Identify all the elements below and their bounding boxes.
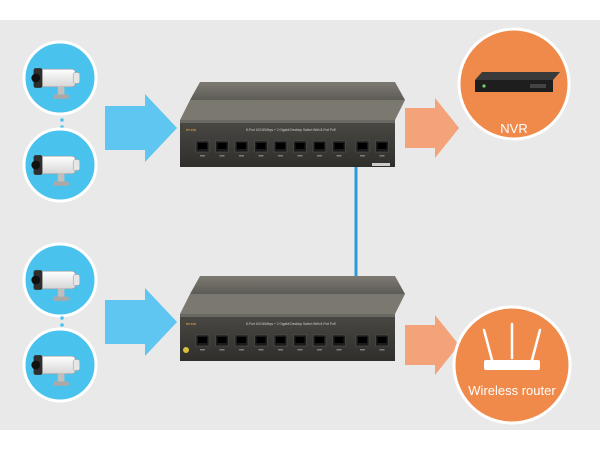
router-label: Wireless router: [468, 383, 556, 398]
ethernet-port: [375, 140, 389, 153]
port-led: [336, 155, 342, 157]
ethernet-port: [254, 140, 268, 153]
ethernet-port: [355, 140, 370, 153]
ethernet-port: [254, 334, 268, 347]
ethernet-port: [332, 334, 346, 347]
poe-switch-bottom: tenda 8-Port 10/100Mbps + 2 Gigabit Desk…: [180, 276, 405, 361]
port-led: [219, 349, 225, 351]
router-node: [452, 305, 572, 425]
port-led: [278, 155, 283, 157]
switch-ports: [195, 334, 389, 351]
camera-top-2: [22, 127, 98, 203]
switch-brand: tenda: [186, 321, 197, 326]
switch-ports: [195, 140, 389, 157]
ethernet-port: [234, 140, 249, 153]
camera-dots: [60, 118, 64, 129]
port-led: [239, 155, 244, 157]
ethernet-port: [273, 140, 288, 153]
ethernet-port: [293, 140, 307, 153]
port-led: [258, 349, 264, 351]
ethernet-port: [293, 334, 307, 347]
port-led: [200, 155, 205, 157]
port-led: [278, 349, 283, 351]
port-led: [239, 349, 244, 351]
port-led: [317, 349, 322, 351]
ethernet-port: [312, 140, 327, 153]
camera-top-1: [22, 40, 98, 116]
ethernet-port: [215, 334, 229, 347]
camera-dots: [60, 316, 64, 327]
wireless-router-icon: [482, 322, 542, 370]
ethernet-port: [234, 334, 249, 347]
ethernet-port: [195, 140, 210, 153]
port-led: [379, 349, 385, 351]
port-led: [336, 349, 342, 351]
port-led: [360, 155, 365, 157]
port-led: [258, 155, 264, 157]
nvr-node: [457, 27, 571, 141]
ethernet-port: [312, 334, 327, 347]
port-led: [297, 155, 303, 157]
port-led: [317, 155, 322, 157]
port-led: [360, 349, 365, 351]
nvr-label: NVR: [500, 121, 528, 136]
camera-bottom-2: [22, 327, 98, 403]
ethernet-port: [215, 140, 229, 153]
switch-model-text: 8-Port 10/100Mbps + 2 Gigabit Desktop Sw…: [246, 128, 336, 132]
port-led: [200, 349, 205, 351]
ethernet-port: [273, 334, 288, 347]
port-led: [297, 349, 303, 351]
ethernet-port: [375, 334, 389, 347]
arrow-icon: [405, 315, 459, 375]
arrow-icon: [405, 98, 459, 158]
arrow-icon: [105, 288, 177, 356]
ethernet-port: [195, 334, 210, 347]
port-led: [379, 155, 385, 157]
nvr-icon: [475, 72, 560, 92]
camera-bottom-1: [22, 242, 98, 318]
poe-switch-top: tenda 8-Port 10/100Mbps + 2 Gigabit Desk…: [180, 82, 405, 167]
switch-brand: tenda: [186, 127, 197, 132]
port-led: [219, 155, 225, 157]
ethernet-port: [332, 140, 346, 153]
arrow-icon: [105, 94, 177, 162]
switch-model-text: 8-Port 10/100Mbps + 2 Gigabit Desktop Sw…: [246, 322, 336, 326]
ethernet-port: [355, 334, 370, 347]
